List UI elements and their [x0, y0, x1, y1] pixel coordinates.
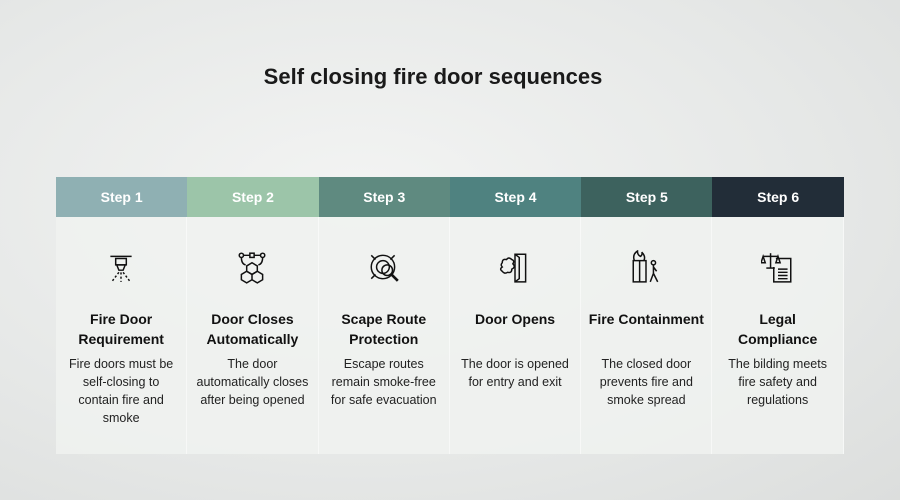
cubes-network-icon [187, 247, 317, 287]
step-heading: Fire Door Requirement [78, 311, 164, 347]
step-header: Step 4 [449, 177, 595, 217]
step-card: Step 1 Fire Door Requirement Fire doors … [56, 177, 201, 454]
step-description: The bilding meets fire safety and regula… [728, 357, 827, 407]
step-description: Fire doors must be self-closing to conta… [69, 357, 174, 425]
step-description: Escape routes remain smoke-free for safe… [330, 357, 437, 407]
step-description: The door is opened for entry and exit [461, 357, 569, 389]
step-label: Step 3 [363, 189, 406, 205]
step-header: Step 1 [56, 177, 201, 217]
step-body: Legal Compliance The bilding meets fire … [712, 217, 844, 454]
step-header: Step 3 [318, 177, 464, 217]
step-card: Step 4 Door Opens The door is opened for… [449, 177, 595, 454]
step-label: Step 2 [231, 189, 274, 205]
step-heading: Fire Containment [588, 311, 704, 327]
step-card: Step 6 Legal Compliance The bilding meet… [712, 177, 844, 454]
step-card: Step 3 Scape Route Protection Escape rou… [318, 177, 464, 454]
step-header: Step 5 [581, 177, 726, 217]
step-description: The door automatically closes after bein… [196, 357, 309, 407]
step-body: Door Opens The door is opened for entry … [449, 217, 582, 454]
scales-document-icon [712, 247, 842, 287]
step-body: Fire Containment The closed door prevent… [581, 217, 713, 454]
route-search-icon [319, 247, 449, 287]
step-heading: Door Opens [474, 311, 556, 327]
step-body: Fire Door Requirement Fire doors must be… [56, 217, 188, 454]
step-label: Step 5 [625, 189, 668, 205]
step-header: Step 2 [187, 177, 332, 217]
sprinkler-icon [56, 247, 186, 287]
step-heading: Door Closes Automatically [206, 311, 299, 347]
steps-row: Step 1 Fire Door Requirement Fire doors … [56, 177, 844, 454]
step-card: Step 5 Fire Containment The closed door … [581, 177, 726, 454]
step-body: Door Closes Automatically The door autom… [187, 217, 319, 454]
fire-door-person-icon [581, 247, 711, 287]
step-label: Step 4 [494, 189, 537, 205]
step-header: Step 6 [712, 177, 844, 217]
smoke-door-icon [450, 247, 580, 287]
step-label: Step 6 [757, 189, 800, 205]
step-heading: Scape Route Protection [341, 311, 427, 347]
page-title: Self closing fire door sequences [263, 64, 603, 89]
step-heading: Legal Compliance [737, 311, 818, 347]
step-card: Step 2 Door Closes Automatically The doo… [187, 177, 332, 454]
step-description: The closed door prevents fire and smoke … [599, 357, 693, 407]
step-body: Scape Route Protection Escape routes rem… [318, 217, 450, 454]
step-label: Step 1 [100, 189, 143, 205]
